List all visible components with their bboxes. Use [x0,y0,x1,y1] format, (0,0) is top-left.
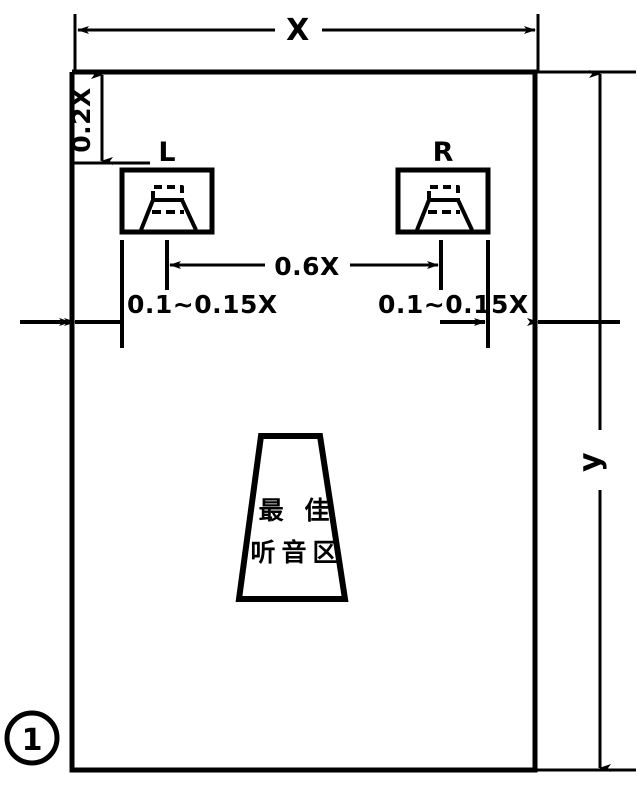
left-offset-dimension: 0.1~0.15X [20,240,278,348]
speaker-separation-label: 0.6X [274,252,340,281]
right-offset-dimension: 0.1~0.15X [378,240,620,348]
speaker-right: R [395,137,491,235]
right-offset-label: 0.1~0.15X [378,290,529,319]
speaker-right-label: R [433,137,454,168]
figure-number-label: 1 [22,723,43,758]
speaker-separation-dimension: 0.6X [165,240,443,290]
room-outline [69,69,538,773]
depth-dimension-label: y [573,452,608,472]
listening-zone-line2: 听音区 [250,538,343,567]
speaker-left-label: L [158,137,175,168]
listening-zone: 最 佳 听音区 [235,433,349,602]
width-dimension-x: X [73,13,540,72]
front-offset-label: 0.2X [67,87,96,153]
front-offset-dimension: 0.2X [67,71,150,165]
left-offset-label: 0.1~0.15X [127,290,278,319]
depth-dimension-y: y [535,70,636,772]
figure-number: 1 [4,710,60,766]
speaker-left: L [119,137,215,235]
listening-zone-line1: 最 佳 [259,496,336,525]
width-dimension-label: X [286,13,310,48]
